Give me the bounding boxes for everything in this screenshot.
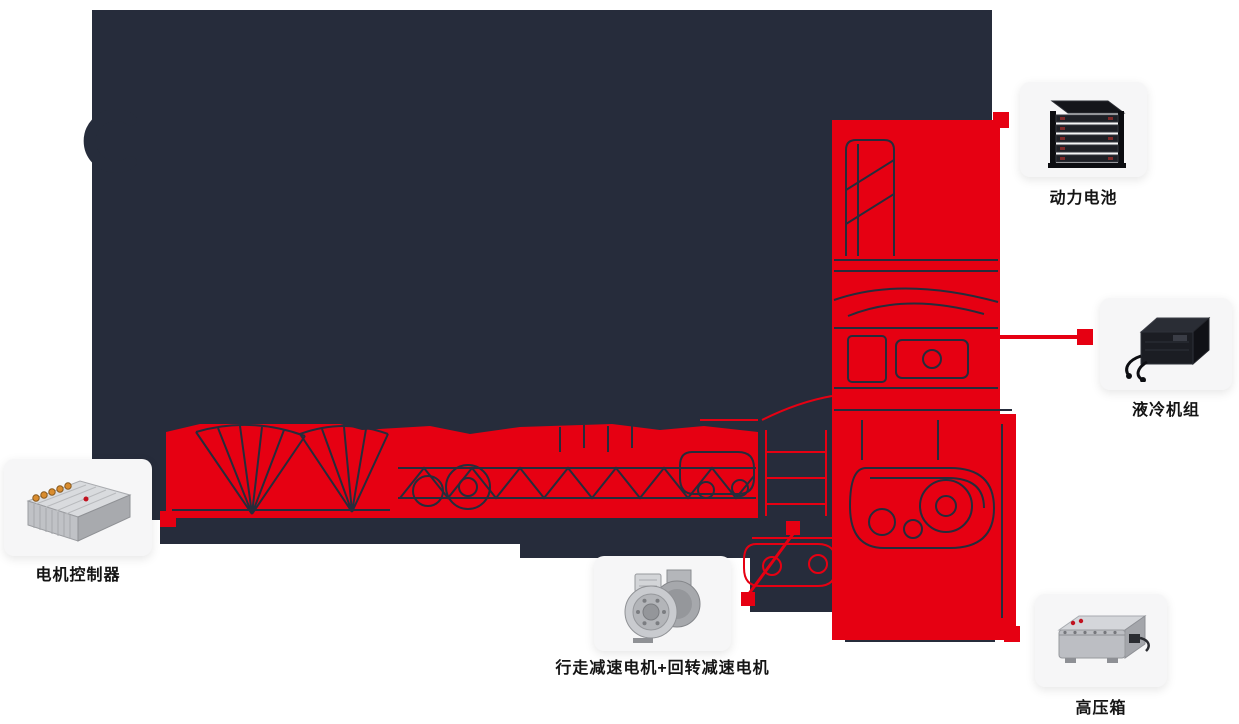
red-highlight-zones [166,120,1016,640]
connector-square-liquid-cooling [1077,329,1093,345]
connector-square-motor-b [741,592,755,606]
component-card-power-battery [1020,82,1147,177]
high-voltage-box-icon [1057,614,1150,663]
connector-square-high-voltage-box [1004,626,1020,642]
exhaust-hook-shape [83,109,137,173]
connectors [160,112,1093,642]
component-card-liquid-cooling-unit [1100,298,1232,390]
red-zone-rear [832,120,1000,416]
component-label-motor-controller: 电机控制器 [35,567,121,584]
machine-lineart-red [700,395,842,587]
connector-line-motor [746,533,795,596]
red-zone-conveyor [166,424,758,518]
component-card-high-voltage-box [1035,594,1167,687]
liquid-cooling-unit-icon [1125,316,1211,382]
component-label-liquid-cooling-unit: 液冷机组 [1131,402,1200,419]
component-label-reduction-motors: 行走减速电机+回转减速电机 [555,660,770,677]
reduction-motor-icon [624,569,700,643]
motor-controller-icon [26,479,132,542]
red-zone-track [832,414,1016,640]
connector-square-motor-a [786,521,800,535]
component-label-high-voltage-box: 高压箱 [1075,700,1127,717]
connector-square-power-battery [993,112,1009,128]
battery-pack-icon [1047,100,1126,168]
machine-lineart-dark [172,139,1012,618]
component-card-reduction-motors [594,556,731,651]
connector-square-motor-controller [160,511,176,527]
component-label-power-battery: 动力电池 [1049,190,1118,207]
component-card-motor-controller [4,459,152,556]
